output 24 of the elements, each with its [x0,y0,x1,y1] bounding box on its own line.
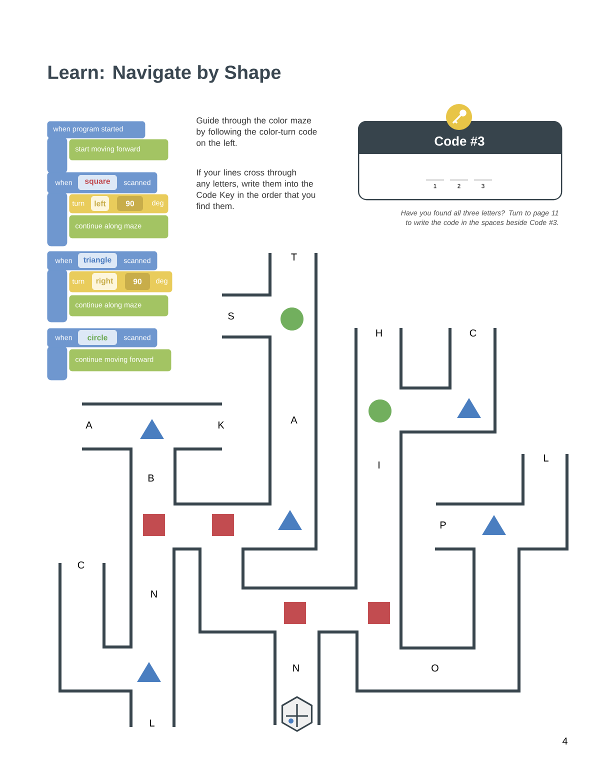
maze-letter: B [148,474,154,482]
maze-letter: N [293,664,299,672]
maze-letter: A [86,422,92,428]
title: Learn: Navigate by Shape [48,65,281,83]
maze-letter: C [78,561,84,569]
maze-letter: T [291,254,297,260]
page-number: 4 [562,738,568,744]
maze-letter: I [378,462,380,468]
block-stack-bar [47,269,68,322]
instruction-text: Guide through the color maze by following the color-turn code on the left. [196,117,317,146]
maze-letter: L [544,454,548,462]
maze-letter: S [228,312,234,320]
block-stack-bar [47,346,68,380]
instruction-text: If your lines cross through any letters, write them into the Code Key in the order that you find them. [196,169,316,210]
maze-letter: O [432,664,438,672]
maze-letter: P [440,522,446,528]
maze-letter: H [376,330,382,336]
maze-letter: A [290,416,298,424]
block-stack-bar [47,192,68,246]
maze-letter: L [150,720,154,726]
maze-letter: K [218,422,224,428]
block-stack-bar [47,137,68,174]
maze-letter: C [470,329,476,337]
maze-letter: N [151,590,157,598]
